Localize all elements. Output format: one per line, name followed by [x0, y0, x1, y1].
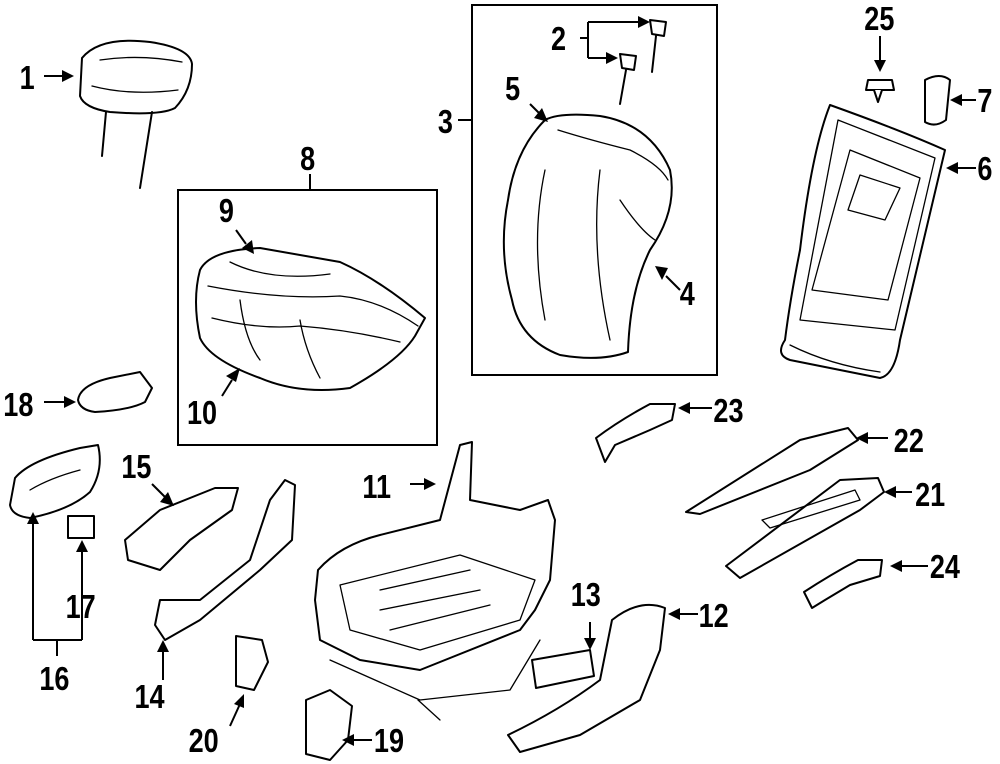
callout-20: 20	[189, 724, 219, 760]
part-22-rail	[685, 427, 859, 515]
leader-lines	[27, 16, 976, 746]
callout-10: 10	[187, 396, 217, 432]
part-20	[235, 635, 269, 691]
callout-23: 23	[713, 394, 743, 430]
callout-14: 14	[134, 680, 164, 716]
part-14-trim	[154, 479, 296, 641]
part-25-pin	[865, 79, 895, 103]
part-8-cushion-group	[177, 189, 438, 446]
callout-18: 18	[3, 388, 33, 424]
part-3-seatback-group	[471, 4, 718, 376]
callout-17: 17	[66, 590, 96, 626]
part-12-cover	[507, 604, 666, 753]
part-23	[595, 403, 676, 463]
callout-9: 9	[219, 194, 234, 230]
callout-22: 22	[894, 424, 924, 460]
part-1-headrest	[79, 39, 193, 189]
callout-8: 8	[300, 142, 315, 178]
callout-25: 25	[864, 2, 894, 38]
part-19	[305, 689, 353, 761]
callout-24: 24	[930, 550, 960, 586]
part-15-bracket	[124, 487, 239, 571]
part-11-seat-frame	[314, 441, 556, 721]
callout-5: 5	[505, 72, 520, 108]
part-16-shield	[9, 444, 101, 539]
callout-4: 4	[680, 277, 695, 313]
callout-11: 11	[362, 470, 391, 506]
callout-16: 16	[39, 662, 69, 698]
part-6-seatback-frame	[780, 104, 946, 379]
callout-15: 15	[121, 450, 151, 486]
callout-labels: 1 2 3 4 5 6 7 8 9 10 11 12 13 14 15 16 1…	[3, 2, 992, 760]
callout-1: 1	[20, 61, 35, 97]
part-7-clip	[924, 75, 951, 126]
callout-19: 19	[374, 724, 404, 760]
part-18	[77, 371, 153, 413]
callout-6: 6	[977, 152, 992, 188]
callout-12: 12	[699, 599, 729, 635]
callout-2: 2	[551, 22, 566, 58]
part-24	[803, 559, 883, 609]
part-13	[531, 649, 595, 689]
callout-13: 13	[571, 578, 601, 614]
callout-7: 7	[977, 84, 992, 120]
callout-21: 21	[915, 478, 945, 514]
callout-3: 3	[438, 105, 453, 141]
